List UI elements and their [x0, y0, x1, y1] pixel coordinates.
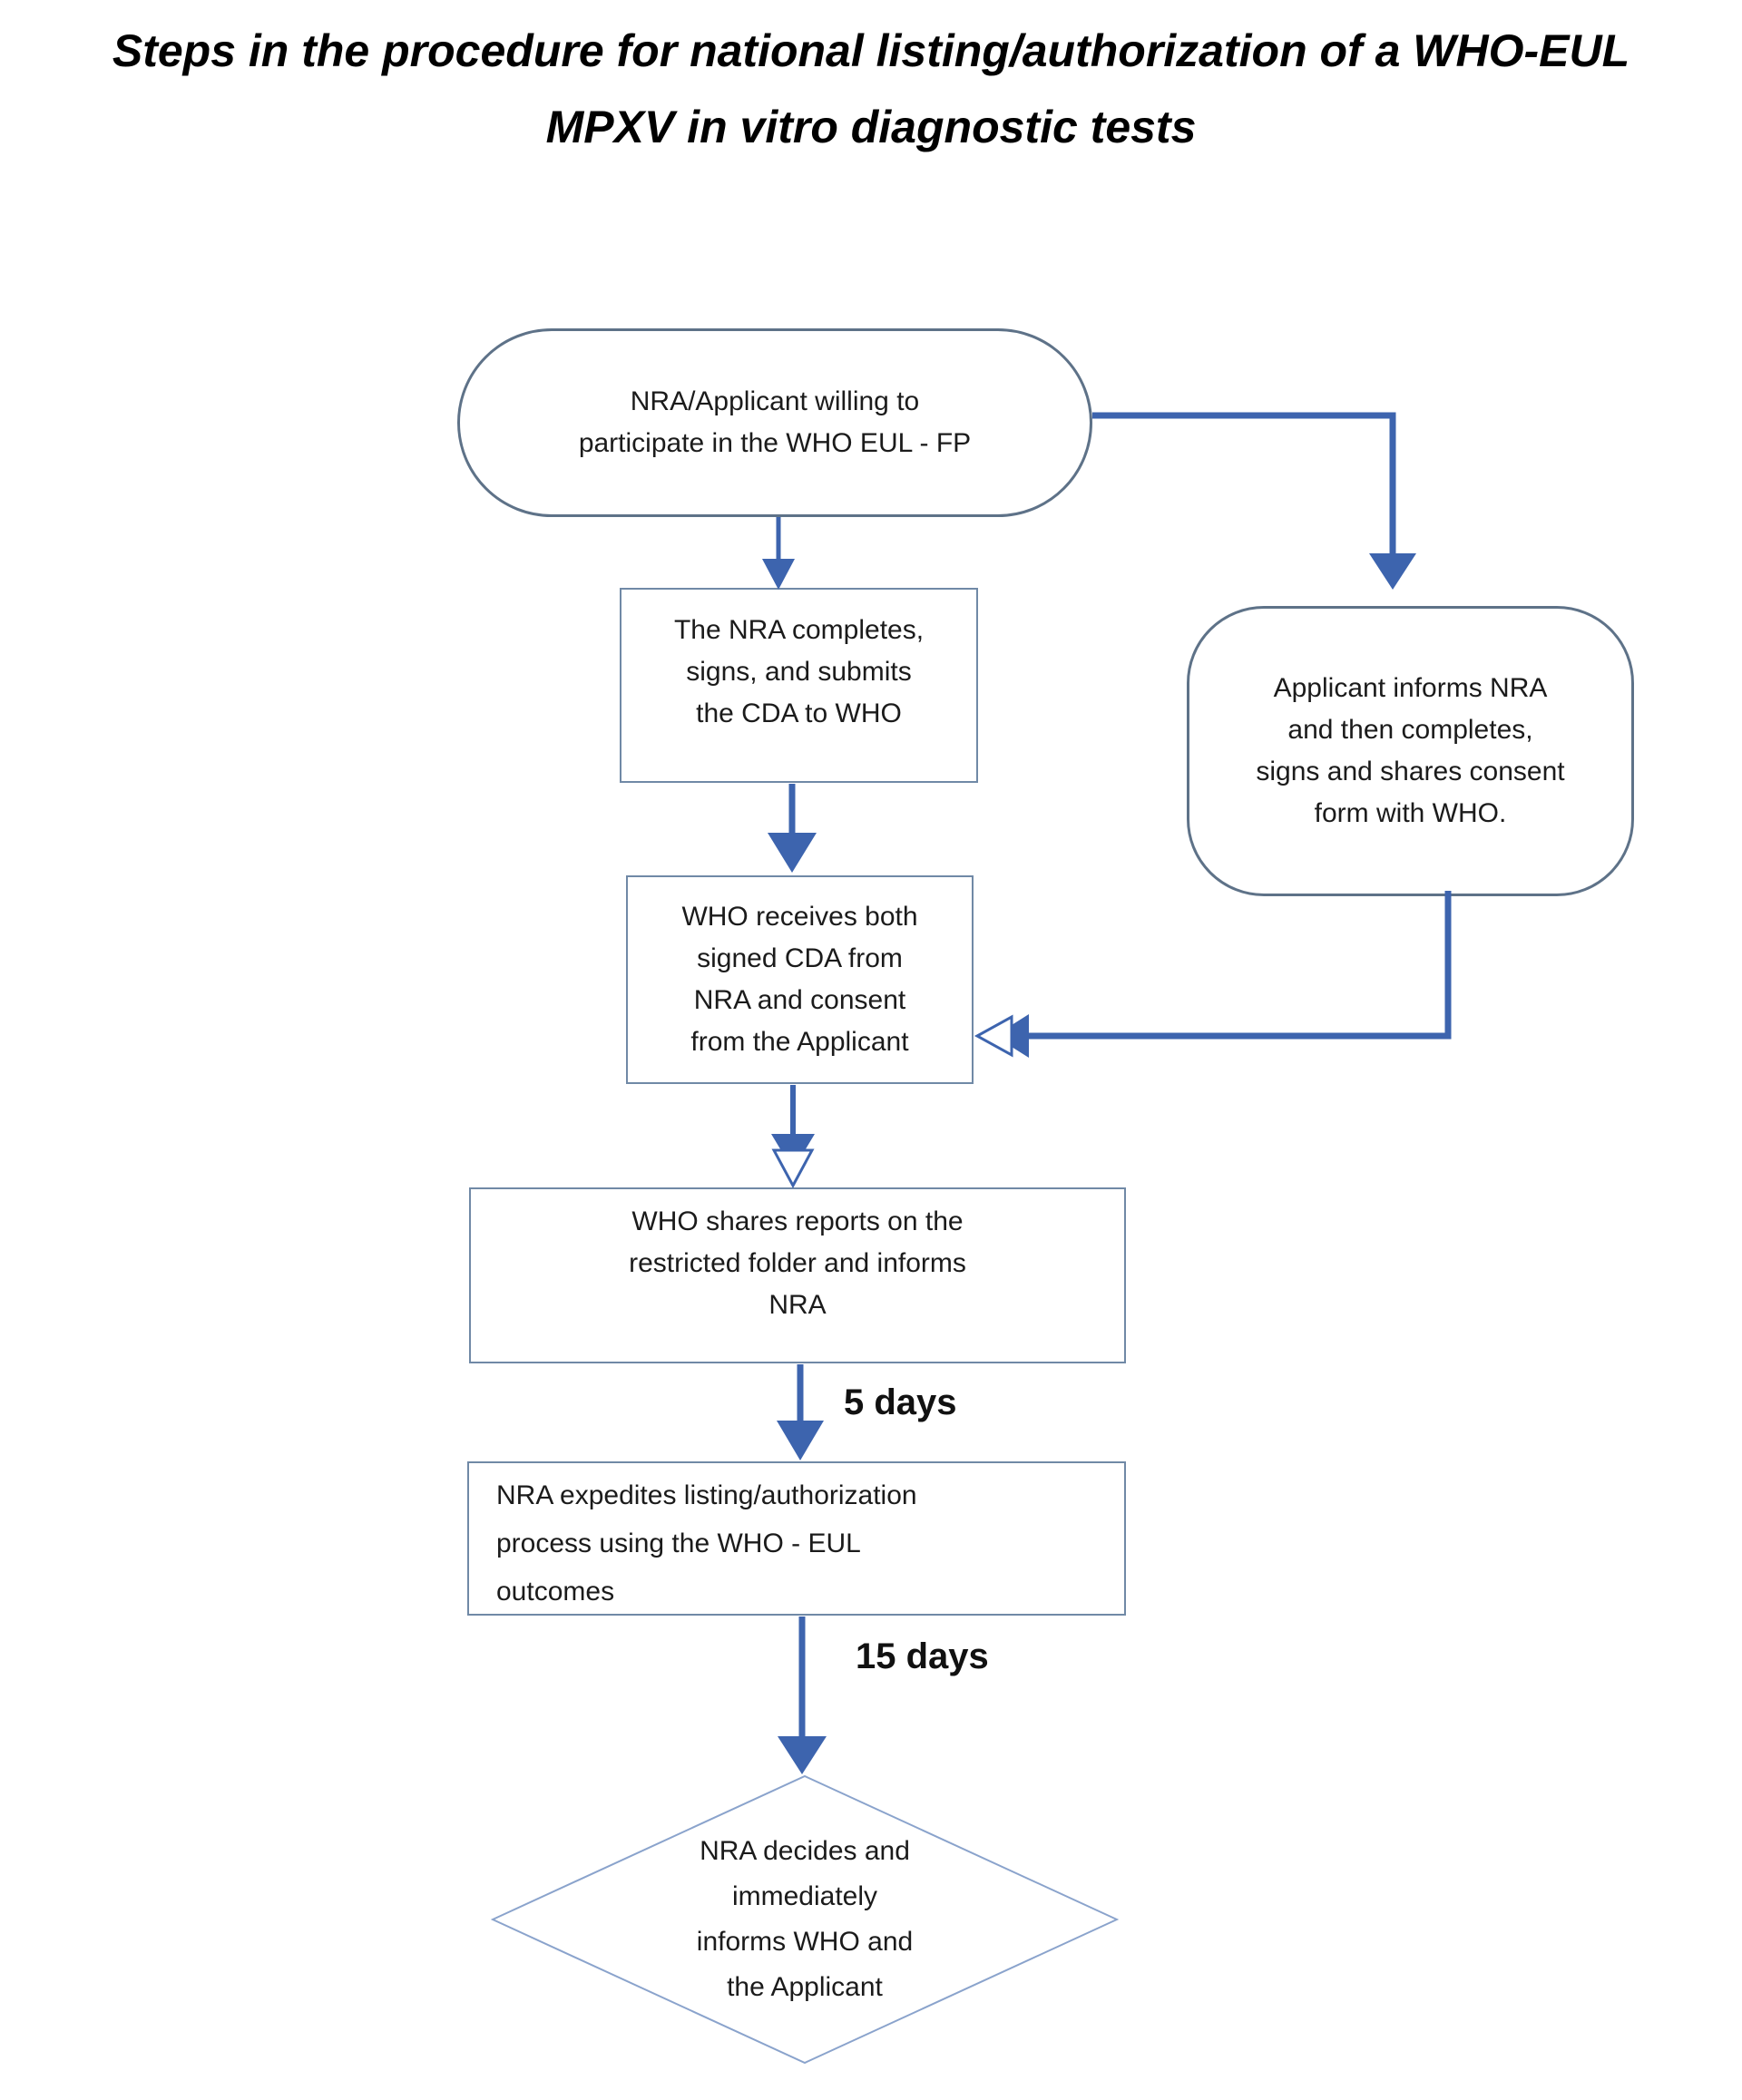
- arrowhead-into-who-receives: [768, 833, 817, 873]
- node-nra-decides: NRA decides and immediately informs WHO …: [491, 1774, 1119, 2065]
- text-line: outcomes: [496, 1576, 615, 1607]
- node-applicant-consent: Applicant informs NRA and then completes…: [1187, 606, 1634, 896]
- diamond-text: NRA decides and immediately informs WHO …: [491, 1774, 1119, 2065]
- text-line: informs WHO and: [696, 1927, 914, 1957]
- node-start: NRA/Applicant willing to participate in …: [457, 328, 1092, 517]
- text-line: Applicant informs NRA: [1273, 673, 1548, 703]
- text-line: NRA and consent: [693, 985, 906, 1015]
- text-line: from the Applicant: [690, 1027, 909, 1057]
- text-line: WHO shares reports on the: [631, 1206, 964, 1236]
- text-line: process using the WHO - EUL: [496, 1528, 861, 1558]
- arrowhead-into-nra-expedites: [777, 1421, 824, 1460]
- edge-label-15-days: 15 days: [856, 1636, 989, 1676]
- arrowhead-hollow-left-into-who-receives: [974, 1014, 1013, 1058]
- text-line: signed CDA from: [697, 943, 903, 973]
- text-line: signs and shares consent: [1256, 757, 1565, 786]
- arrowhead-hollow-into-who-shares: [771, 1148, 815, 1189]
- text-line: and then completes,: [1287, 715, 1533, 745]
- node-nra-expedites: NRA expedites listing/authorization proc…: [467, 1461, 1126, 1616]
- text-line: The NRA completes,: [673, 614, 925, 645]
- text-line: participate in the WHO EUL - FP: [578, 428, 972, 458]
- text-line: form with WHO.: [1314, 798, 1507, 828]
- text-line: the CDA to WHO: [696, 698, 902, 728]
- node-who-receives: WHO receives both signed CDA from NRA an…: [626, 875, 974, 1084]
- connector-start-to-applicant-consent: [1092, 412, 1396, 555]
- page-title-line: Steps in the procedure for national list…: [112, 25, 1630, 76]
- connector-applicant-consent-to-who-receives: [1023, 891, 1452, 1040]
- arrowhead-into-applicant-consent: [1369, 553, 1416, 590]
- text-line: NRA/Applicant willing to: [630, 386, 920, 416]
- text-line: NRA expedites listing/authorization: [496, 1480, 917, 1510]
- text-line: WHO receives both: [681, 902, 918, 932]
- text-line: signs, and submits: [686, 656, 912, 687]
- text-line: NRA: [768, 1290, 827, 1320]
- edge-label-5-days: 5 days: [844, 1382, 957, 1422]
- diamond-shape: [491, 1774, 1119, 2065]
- arrowhead-left-into-who-receives: [994, 1014, 1029, 1058]
- node-who-shares: WHO shares reports on the restricted fol…: [469, 1187, 1126, 1363]
- text-line: the Applicant: [727, 1972, 883, 2002]
- arrowhead-into-nra-cda: [762, 559, 795, 590]
- text-line: NRA decides and: [700, 1836, 910, 1866]
- text-line: immediately: [731, 1881, 878, 1911]
- text-line: restricted folder and informs: [629, 1248, 966, 1278]
- arrowhead-into-nra-decides: [778, 1736, 827, 1774]
- arrowhead-into-who-shares: [771, 1134, 815, 1170]
- page-title: Steps in the procedure for national list…: [0, 13, 1742, 165]
- node-nra-cda: The NRA completes, signs, and submits th…: [620, 588, 978, 783]
- page-title-line: MPXV in vitro diagnostic tests: [545, 102, 1197, 152]
